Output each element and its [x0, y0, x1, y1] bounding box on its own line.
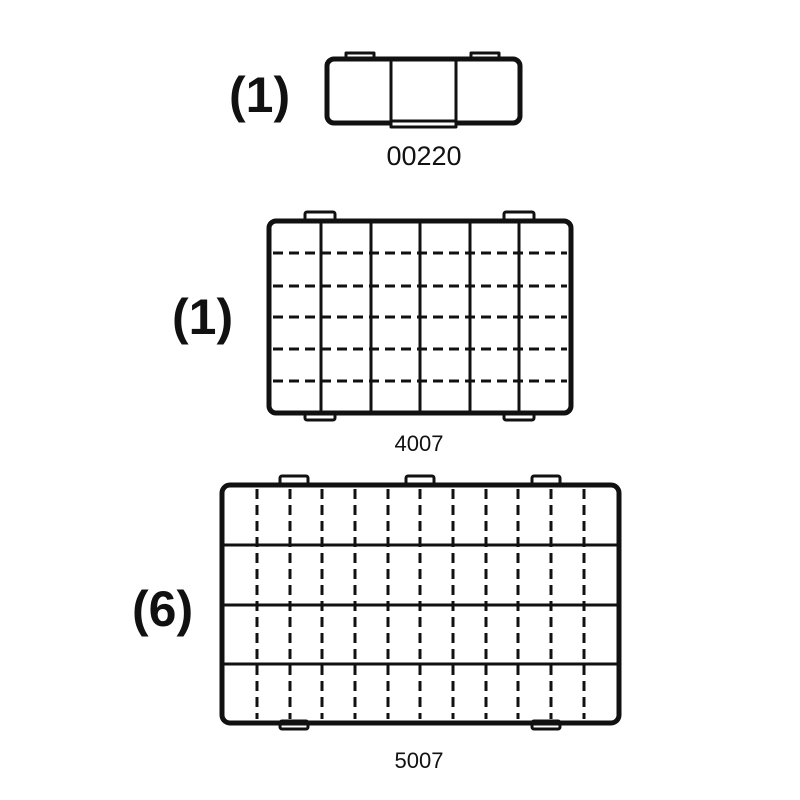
box-4007-outline	[266, 218, 574, 416]
quantity-label-1: (1)	[229, 67, 290, 123]
box-4007	[266, 210, 574, 422]
box-00220-outline	[324, 56, 523, 126]
box-5007	[219, 474, 622, 731]
box-00220	[324, 51, 523, 129]
box-00220-hinge	[389, 119, 458, 129]
model-label-2: 4007	[395, 431, 444, 456]
quantity-label-3: (6)	[132, 581, 193, 637]
box-5007-dashed-slots	[255, 489, 586, 719]
box-5007-outline	[219, 482, 622, 726]
quantity-label-2: (1)	[172, 289, 233, 345]
box-4007-dashed-slots	[273, 251, 567, 383]
model-label-3: 5007	[395, 748, 444, 773]
model-label-1: 00220	[386, 141, 461, 171]
